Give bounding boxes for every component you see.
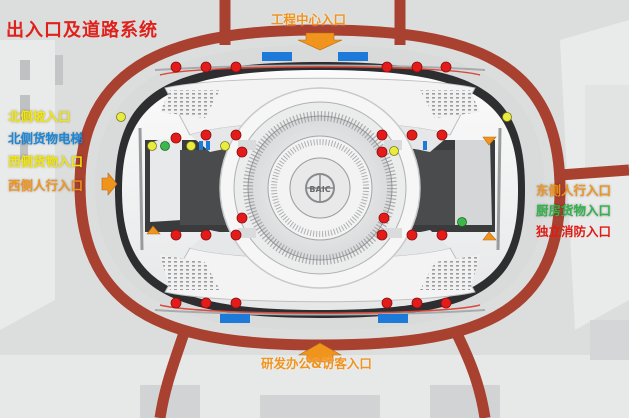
arrow-right-icon — [101, 172, 118, 196]
fire-entrance-dot — [200, 297, 212, 309]
cargo-entrance-dot — [147, 141, 157, 151]
diagram-title: 出入口及道路系统 — [6, 20, 158, 41]
arrow-up-icon — [482, 231, 497, 241]
fire-entrance-dot — [230, 61, 242, 73]
fire-entrance-dot — [236, 146, 248, 158]
fire-entrance-dot — [200, 61, 212, 73]
kitchen-cargo-dot — [457, 217, 467, 227]
north-elevator-marker — [199, 141, 203, 150]
fire-entrance-dot — [376, 146, 388, 158]
fire-entrance-dot — [170, 61, 182, 73]
north-elevator-label: 北侧货物电梯 — [8, 131, 84, 146]
cargo-entrance-dot — [502, 112, 512, 122]
canopy-south-east — [378, 314, 408, 323]
kitchen-cargo-dot — [160, 141, 170, 151]
fire-entrance-dot — [381, 61, 393, 73]
fire-entrance-dot — [406, 129, 418, 141]
top-entrance-label: 工程中心入口 — [271, 12, 347, 27]
arrow-down-icon — [297, 32, 343, 51]
cargo-entrance-dot — [186, 141, 196, 151]
fire-entrance-dot — [406, 229, 418, 241]
arrow-up-icon — [297, 342, 343, 363]
kitchen-cargo-label: 厨房货物入口 — [536, 203, 612, 218]
fire-entrance-dot — [411, 61, 423, 73]
fire-entrance-label: 独立消防入口 — [536, 224, 612, 239]
fire-entrance-dot — [170, 297, 182, 309]
arrow-up-icon — [146, 225, 161, 235]
elevator-marker-east — [423, 141, 427, 150]
bottom-entrance-label: 研发办公&访客入口 — [261, 356, 372, 371]
fire-entrance-dot — [230, 297, 242, 309]
north-ramp-label: 北侧坡入口 — [8, 109, 71, 124]
east-pedestrian-label: 东侧人行入口 — [536, 183, 612, 198]
west-pedestrian-label: 西侧人行入口 — [8, 178, 84, 193]
fire-entrance-dot — [230, 229, 242, 241]
fire-entrance-dot — [236, 212, 248, 224]
north-elevator-marker — [206, 141, 210, 150]
fire-entrance-dot — [378, 212, 390, 224]
fire-entrance-dot — [436, 129, 448, 141]
canopy-north-east — [338, 52, 368, 61]
fire-entrance-dot — [200, 229, 212, 241]
fire-entrance-dot — [170, 229, 182, 241]
fire-entrance-dot — [440, 297, 452, 309]
fire-entrance-dot — [411, 297, 423, 309]
arrow-down-icon — [482, 136, 497, 146]
fire-entrance-dot — [381, 297, 393, 309]
fire-entrance-dot — [376, 129, 388, 141]
cargo-entrance-dot — [116, 112, 126, 122]
west-cargo-label: 西侧货物入口 — [8, 154, 84, 169]
cargo-entrance-dot — [220, 141, 230, 151]
canopy-north-west — [262, 52, 292, 61]
logo-text: BAIC — [309, 185, 330, 194]
cargo-entrance-dot — [389, 146, 399, 156]
fire-entrance-dot — [200, 129, 212, 141]
fire-entrance-dot — [440, 61, 452, 73]
fire-entrance-dot — [230, 129, 242, 141]
central-ring — [219, 87, 421, 289]
fire-entrance-dot — [436, 229, 448, 241]
fire-entrance-dot — [170, 132, 182, 144]
canopy-south-west — [220, 314, 250, 323]
blue-canopies — [199, 52, 427, 323]
fire-entrance-dot — [376, 229, 388, 241]
